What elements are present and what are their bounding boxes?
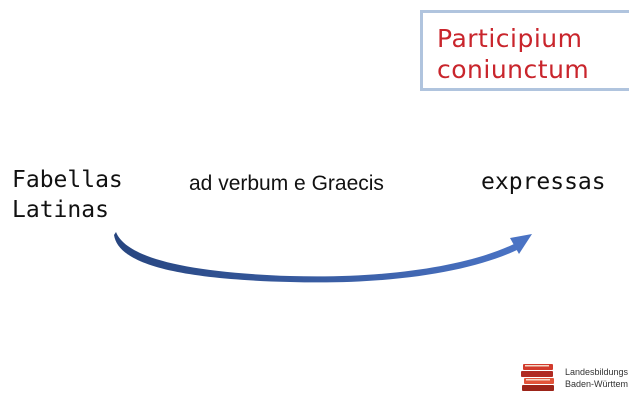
- stacked-books-icon: [521, 364, 554, 391]
- title-box: Participium coniunctum: [420, 10, 629, 91]
- phrase-left-line-1: Fabellas: [12, 167, 123, 193]
- phrase-right: expressas: [481, 169, 606, 195]
- logo-text-line-1: Landesbildungs: [565, 367, 629, 377]
- phrase-middle: ad verbum e Graecis: [189, 172, 384, 195]
- phrase-left-line-2: Latinas: [12, 197, 109, 223]
- title-line-2: coniunctum: [437, 55, 590, 84]
- title-line-1: Participium: [437, 24, 583, 53]
- logo: Landesbildungs Baden-Württem: [520, 360, 629, 394]
- logo-text-line-2: Baden-Württem: [565, 379, 629, 389]
